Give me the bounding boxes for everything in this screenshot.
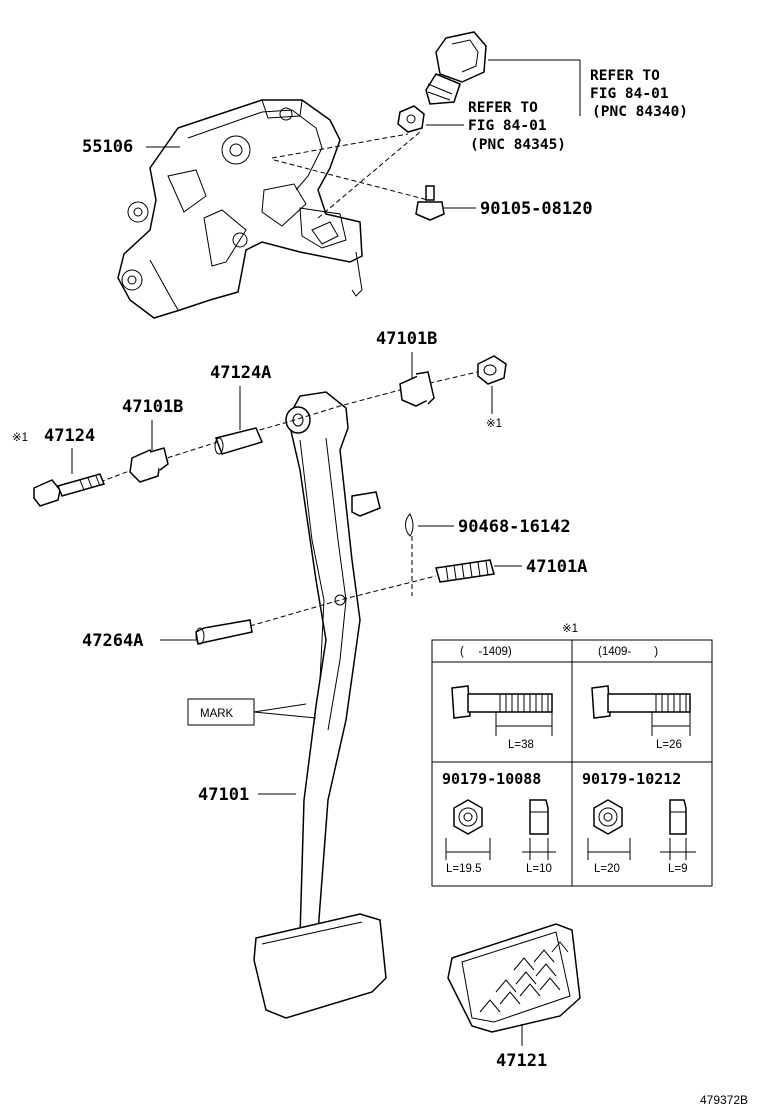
ref1-line3: (PNC 84340)	[592, 104, 688, 120]
pin-47264a	[195, 619, 253, 645]
ref2-line3: (PNC 84345)	[470, 137, 566, 153]
table-note: ※1	[562, 623, 578, 635]
spring-47101a	[435, 559, 495, 583]
dash-bracket-switch	[271, 133, 409, 159]
pedal-lever-47101	[253, 391, 387, 1019]
leader-mark	[253, 711, 317, 719]
bolt-right-length: L=26	[656, 739, 682, 751]
note-nut: ※1	[486, 418, 502, 430]
label-47101b-left: 47101B	[122, 397, 183, 417]
ref1-line1: REFER TO	[590, 68, 660, 84]
dash-bracket-switch-2	[317, 131, 421, 219]
nut-note1	[477, 355, 507, 385]
nut-right-pn: 90179-10212	[582, 770, 681, 788]
label-47124: 47124	[44, 426, 95, 446]
nut-right-l2: L=9	[668, 863, 688, 875]
bolt-left-length: L=38	[508, 739, 534, 751]
nut-left-pn: 90179-10088	[442, 770, 541, 788]
note-47124: ※1	[12, 432, 28, 444]
bracket-55106	[117, 99, 363, 319]
label-90468: 90468-16142	[458, 517, 571, 537]
ref2-line2: FIG 84-01	[468, 118, 547, 134]
ref1-line2: FIG 84-01	[590, 86, 669, 102]
leader-mark-2	[253, 703, 307, 713]
clip-90468	[405, 513, 414, 537]
label-47101b-top: 47101B	[376, 329, 437, 349]
table-header-left: ( -1409)	[460, 646, 512, 658]
note-table: ※1 ( -1409) (1409- ) L=38 L=26 90179-100…	[431, 623, 713, 887]
table-header-right: (1409- )	[598, 646, 658, 658]
nut-right-l1: L=20	[594, 863, 620, 875]
pedal-pad-47121	[447, 923, 581, 1033]
bushing-47101b-top	[399, 371, 435, 407]
stop-lamp-switch	[425, 31, 487, 105]
bolt-90105	[415, 185, 445, 221]
label-47264a: 47264A	[82, 631, 143, 651]
label-47121: 47121	[496, 1051, 547, 1071]
bolt-47124	[33, 473, 106, 507]
nut-left-l1: L=19.5	[446, 863, 482, 875]
nut-left-l2: L=10	[526, 863, 552, 875]
ref2-line1: REFER TO	[468, 100, 538, 116]
figure-id: 479372B	[700, 1093, 748, 1107]
dash-bracket-bolt	[273, 159, 429, 201]
collar-47124a	[214, 427, 264, 455]
label-90105: 90105-08120	[480, 199, 593, 219]
label-47124a: 47124A	[210, 363, 271, 383]
label-47101: 47101	[198, 785, 249, 805]
label-55106: 55106	[82, 137, 133, 157]
switch-nut	[397, 105, 425, 133]
label-47101a: 47101A	[526, 557, 587, 577]
bushing-47101b-left	[129, 447, 169, 483]
label-mark: MARK	[200, 708, 234, 720]
